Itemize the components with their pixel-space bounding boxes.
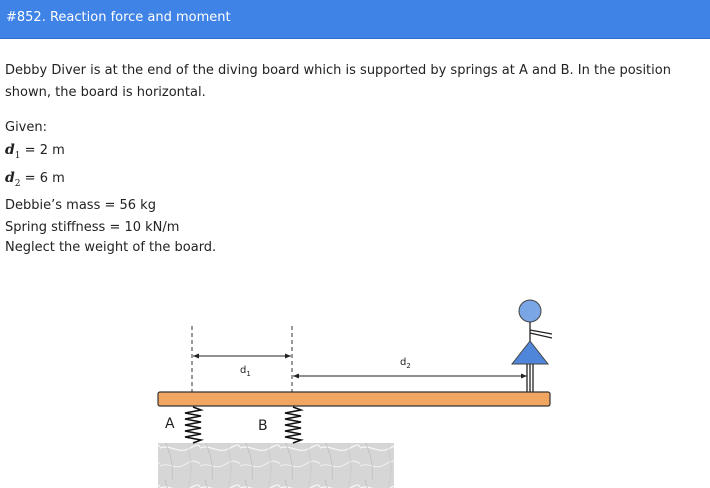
d2-arrow-left [293, 373, 299, 379]
d2-value: = 6 m [20, 170, 65, 186]
d1-value: = 2 m [20, 143, 65, 158]
diver-head [518, 299, 542, 323]
d2-arrow-right [521, 373, 527, 379]
spring-b [284, 406, 304, 444]
ground [158, 443, 394, 488]
neglect-note: Neglect the weight of the board. [5, 240, 217, 255]
given-d2: d2 = 6 m [5, 167, 179, 195]
diver [510, 299, 553, 392]
diving-board [157, 391, 551, 407]
d1-label: d1 [240, 365, 251, 378]
d2-symbol: d2 [5, 169, 21, 189]
spring-a [184, 406, 204, 444]
page-header: #852. Reaction force and moment [0, 0, 710, 39]
d1-arrow-right [285, 353, 291, 359]
d2-label: d2 [400, 357, 411, 370]
given-block: Given: d1 = 2 m d2 = 6 m Debbie’s mass =… [5, 117, 179, 239]
given-stiffness: Spring stiffness = 10 kN/m [5, 219, 180, 235]
diver-body [510, 340, 550, 365]
spring-b-label: B [258, 418, 268, 434]
spring-a-label: A [165, 416, 175, 432]
problem-intro: Debby Diver is at the end of the diving … [5, 63, 671, 100]
d1-symbol: d1 [5, 142, 21, 161]
d1-arrow-left [193, 353, 199, 359]
given-d1: d1 = 2 m [5, 139, 179, 167]
given-mass: Debbie’s mass = 56 kg [5, 197, 156, 213]
page-title: #852. Reaction force and moment [6, 10, 231, 25]
given-label: Given: [5, 120, 47, 135]
